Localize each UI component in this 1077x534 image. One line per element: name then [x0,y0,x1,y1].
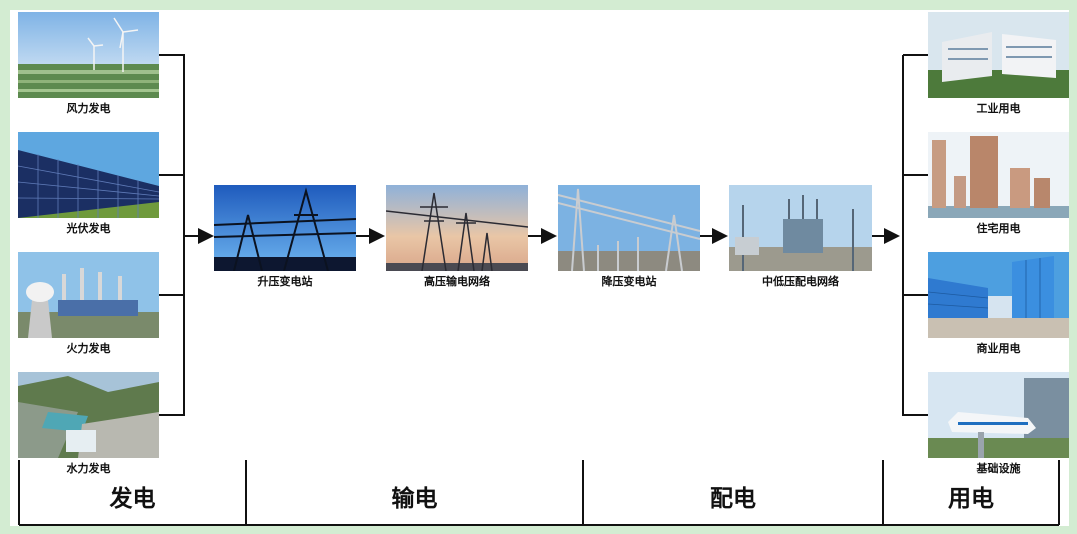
transmission-tower-photo [386,185,528,271]
source-label-wind: 风力发电 [66,102,111,115]
consumer-label-industrial: 工业用电 [976,102,1021,115]
chain-label-step-up: 升压变电站 [257,275,313,288]
residential-buildings-photo [928,132,1069,218]
chain-label-distribution: 中低压配电网络 [762,275,839,288]
distribution-transformer-photo [729,185,872,271]
commercial-plaza-photo [928,252,1069,338]
consumer-label-residential: 住宅用电 [976,222,1021,235]
stage-generation: 发电 [109,486,156,512]
source-label-thermal: 火力发电 [66,342,111,355]
source-label-hydro: 水力发电 [66,462,111,475]
consumer-label-commercial: 商业用电 [976,342,1021,355]
chain-label-hv-network: 高压输电网络 [424,275,490,288]
connector-lines [18,54,1060,526]
stage-transmission: 输电 [391,486,438,512]
diagram-canvas: 风力发电 光伏发电 火力发电 水力发电 [10,10,1069,526]
step-up-substation-photo [214,185,356,271]
solar-panel-photo [18,132,159,218]
industrial-park-photo [928,12,1069,98]
stage-consumption: 用电 [948,486,994,512]
wind-farm-photo [18,12,159,98]
consumer-label-infrastructure: 基础设施 [976,462,1021,475]
hydro-dam-photo [18,372,159,458]
step-down-substation-photo [558,185,700,271]
chain-label-step-down: 降压变电站 [601,275,657,288]
stage-distribution: 配电 [710,486,756,512]
thermal-plant-photo [18,252,159,338]
monorail-photo [928,372,1069,458]
source-label-solar: 光伏发电 [66,222,111,235]
